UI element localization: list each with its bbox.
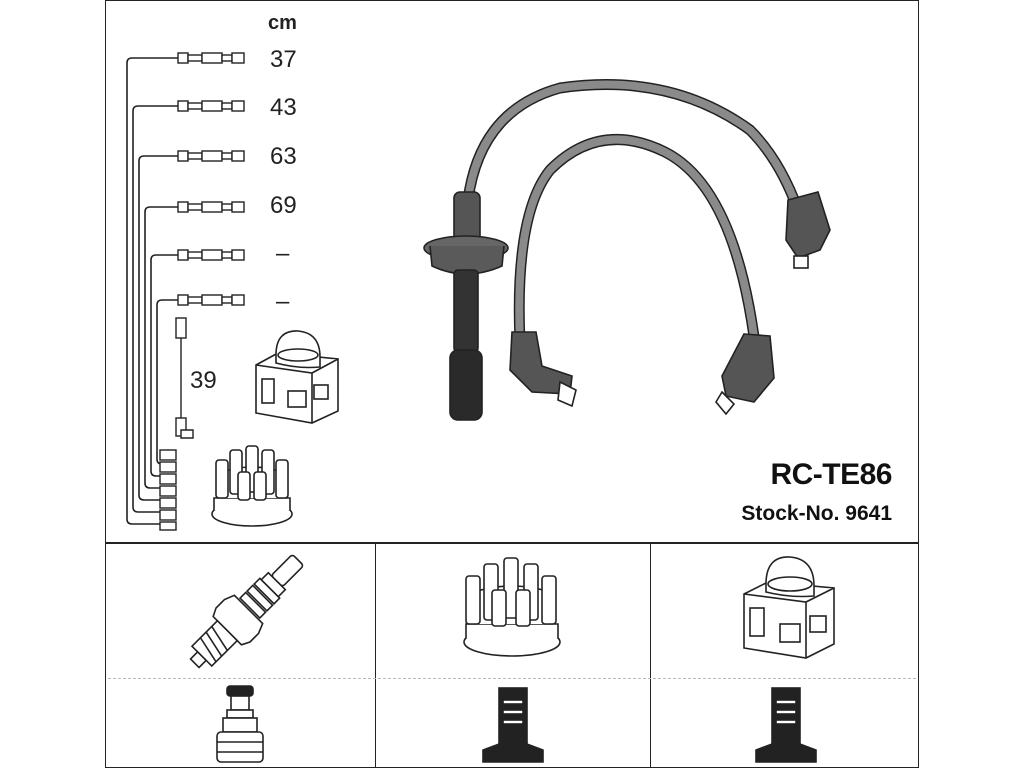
stock-label: Stock-No. [741, 502, 840, 525]
spark-plug-icon [189, 554, 304, 669]
ignition-cable-set-illustration [423, 79, 831, 421]
distributor-cap-large-icon [463, 557, 561, 657]
stock-number: 9641 [845, 502, 892, 525]
cable-length-2: 43 [270, 94, 297, 121]
ignition-coil-large-icon [743, 556, 835, 659]
stock-number-line: Stock-No. 9641 [0, 502, 892, 526]
product-code: RC-TE86 [770, 458, 892, 491]
cable-length-4: 69 [270, 192, 297, 219]
ignition-coil-icon [255, 330, 339, 424]
cable-length-5: – [276, 240, 290, 267]
coil-terminal-icon [755, 687, 817, 763]
cable-length-3: 63 [270, 143, 297, 170]
distributor-terminal-icon [482, 687, 544, 763]
plug-terminal-icon [216, 685, 264, 763]
cable-length-1: 37 [270, 46, 297, 73]
distributor-cap-icon [211, 445, 293, 527]
unit-label: cm [268, 12, 297, 34]
cable-length-6: – [276, 288, 290, 315]
row-divider [108, 678, 916, 679]
coil-lead-length: 39 [190, 367, 217, 394]
